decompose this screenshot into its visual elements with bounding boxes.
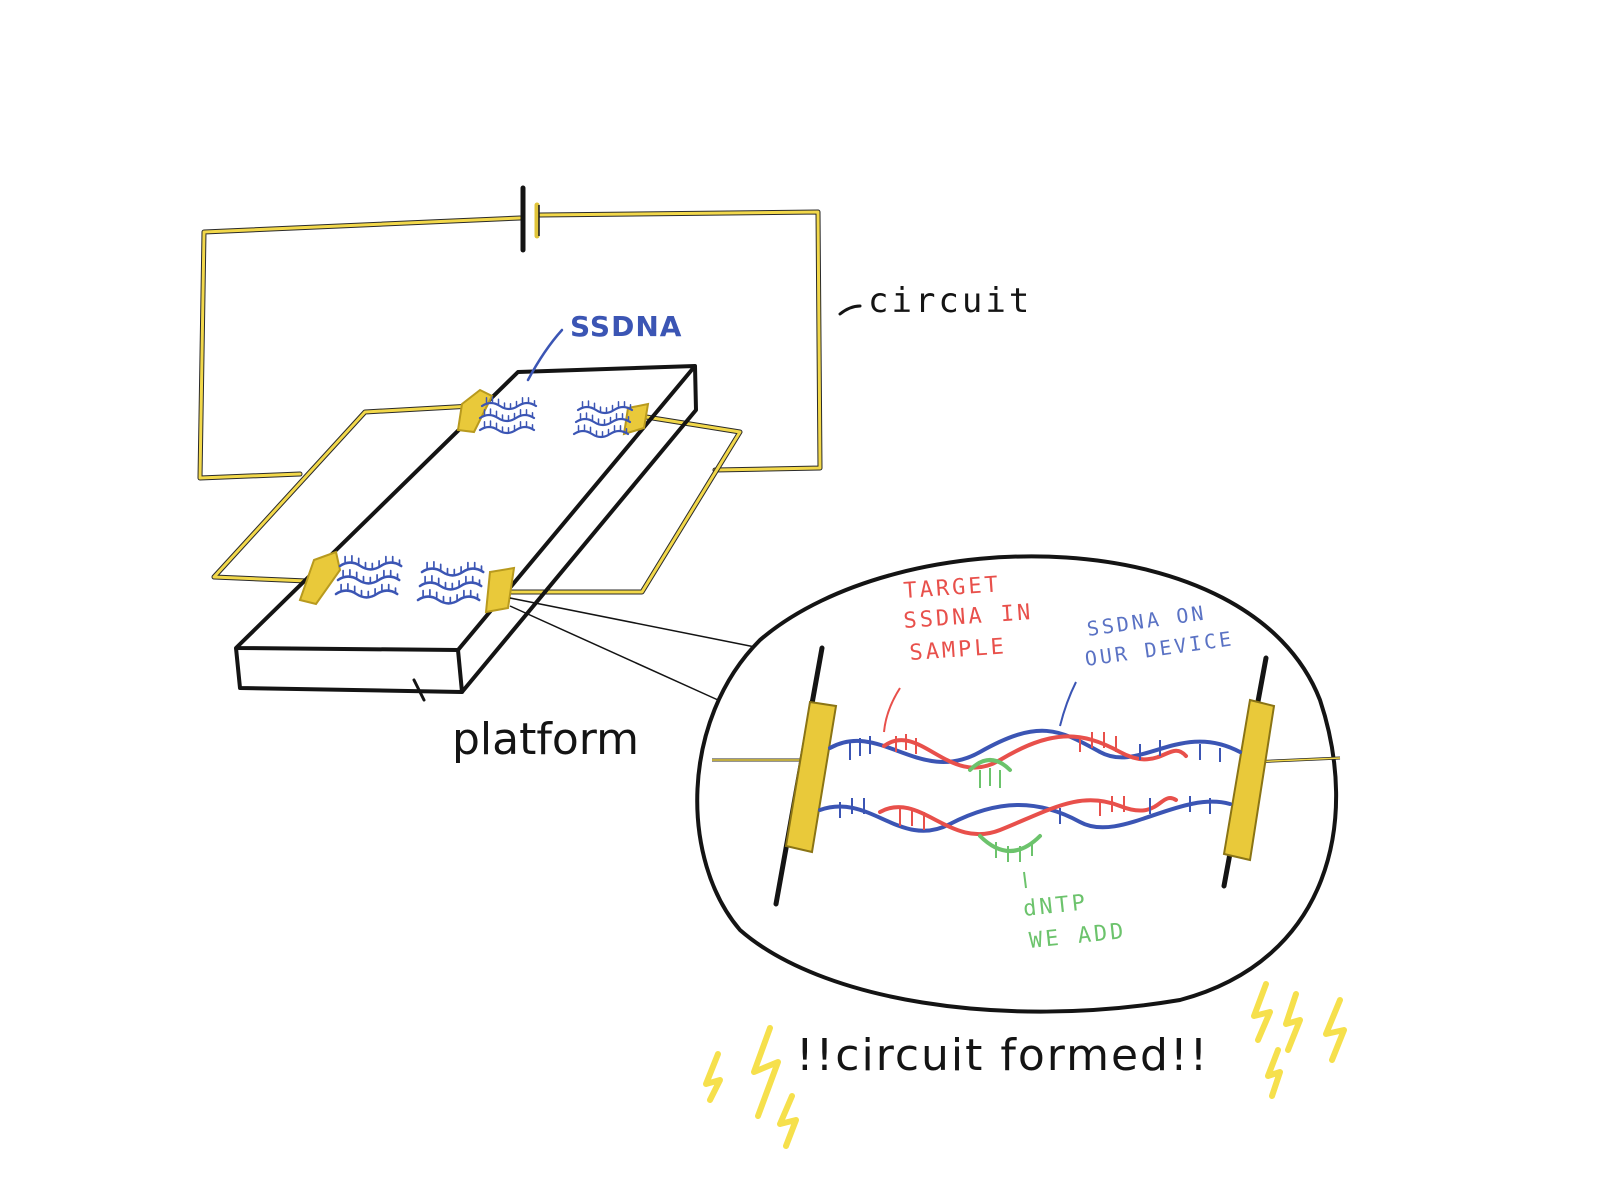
electrode-wire-loop (211, 403, 743, 595)
platform-electrodes (298, 388, 650, 614)
ssdna-leader (526, 328, 564, 382)
circuit-formed-banner: !!circuit formed!! (796, 1030, 1209, 1081)
ssdna-label: SSDNA (570, 310, 682, 343)
battery-symbol (520, 185, 540, 253)
platform-label: platform (452, 714, 639, 765)
zoom-lines (509, 597, 761, 701)
lightning-bolt-icon (703, 981, 1347, 1149)
magnified-bubble (695, 554, 1341, 1014)
platform-ssdna-strands (334, 395, 634, 605)
circuit-wire (197, 209, 823, 481)
circuit-label: circuit (868, 281, 1032, 321)
circuit-leader (838, 304, 862, 316)
